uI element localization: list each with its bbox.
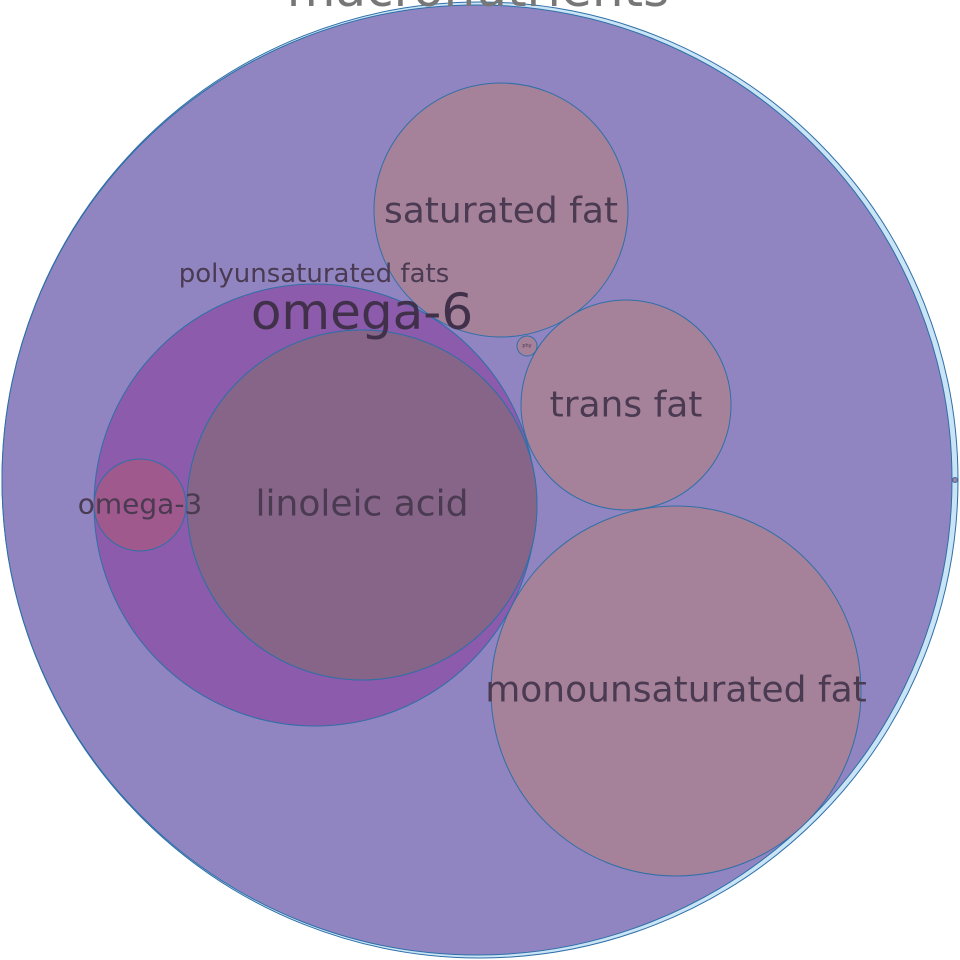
bubble-omega-3[interactable] bbox=[93, 458, 187, 552]
label-omega-3: omega-3 bbox=[78, 488, 202, 521]
label-omega-6: omega-6 bbox=[251, 283, 473, 341]
bubble-monounsaturated-fat[interactable] bbox=[490, 505, 862, 877]
label-linoleic-acid: linoleic acid bbox=[256, 484, 469, 525]
label-saturated-fat: saturated fat bbox=[384, 191, 618, 232]
bubble-linoleic-acid[interactable] bbox=[186, 329, 538, 681]
bubble-trans-fat[interactable] bbox=[520, 299, 732, 511]
label-phytosterol: phy bbox=[522, 343, 531, 349]
label-monounsaturated-fat: monounsaturated fat bbox=[485, 670, 867, 711]
bubble-edge-marker bbox=[952, 477, 958, 483]
bubble-phytosterol[interactable] bbox=[516, 335, 538, 357]
label-trans-fat: trans fat bbox=[550, 385, 703, 426]
chart-title: macronutrients bbox=[287, 0, 669, 18]
label-polyunsaturated-fats: polyunsaturated fats bbox=[179, 259, 450, 289]
bubble-saturated-fat[interactable] bbox=[373, 82, 629, 338]
